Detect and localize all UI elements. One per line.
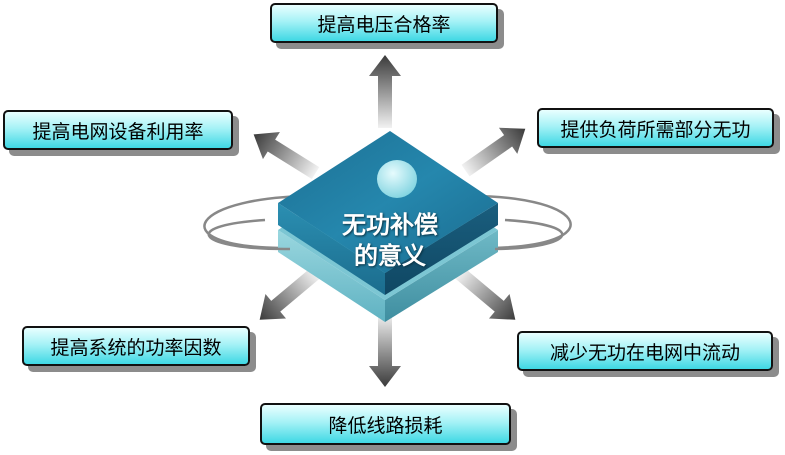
box-reduce-line-loss: 降低线路损耗 [260, 403, 511, 445]
arrow-up [369, 55, 401, 128]
arrow-upper-right [461, 127, 526, 177]
box-reduce-reactive-flow: 减少无功在电网中流动 [517, 331, 773, 371]
orbit-ring-back [203, 194, 572, 250]
arrow-down [369, 314, 401, 387]
arrow-upper-left [253, 131, 320, 180]
box-improve-power-factor: 提高系统的功率因数 [22, 326, 250, 366]
arrow-lower-right [454, 267, 516, 320]
box-supply-reactive-power: 提供负荷所需部分无功 [537, 108, 774, 148]
platform-circle [377, 160, 417, 198]
box-improve-voltage-qualification: 提高电压合格率 [270, 3, 498, 43]
central-platform [278, 131, 498, 322]
orbit-ring-front [207, 218, 564, 251]
arrow-lower-left [259, 267, 321, 320]
box-improve-equipment-utilization: 提高电网设备利用率 [3, 110, 233, 150]
center-title-line-2: 的意义 [354, 242, 426, 270]
center-title-line-1: 无功补偿 [342, 211, 438, 239]
